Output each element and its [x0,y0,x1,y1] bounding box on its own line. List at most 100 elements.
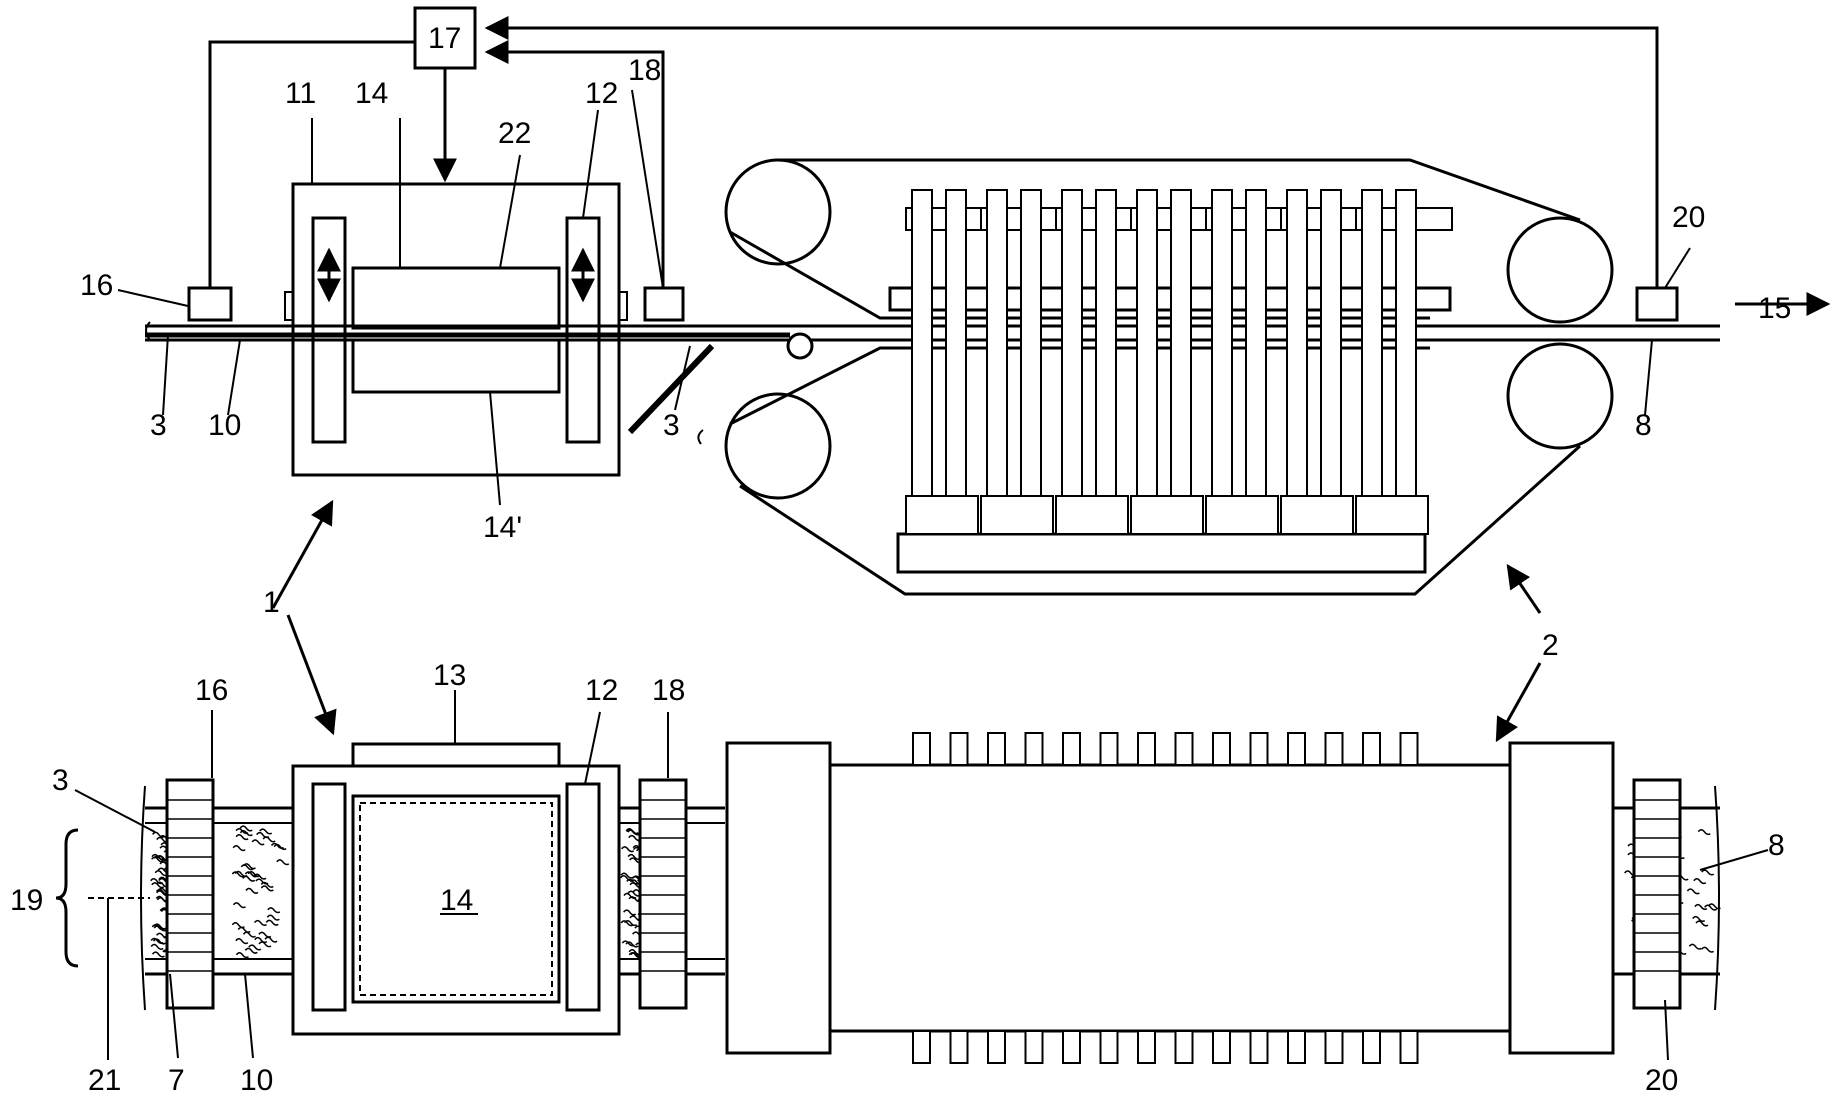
fibre [266,920,278,925]
cylinder-foot [1206,496,1278,534]
top-view [145,8,1828,594]
label-17: 17 [428,22,461,55]
cylinder-rod [1287,190,1307,506]
cylinder-foot [906,496,978,534]
cylinder-tab-top [1213,733,1230,765]
roller-16 [167,780,213,1008]
label-13: 13 [433,659,466,692]
cylinder-tab-top [1026,733,1043,765]
mat-broken-right [1715,786,1719,1010]
fibre [233,846,245,851]
pressing-block-14 [353,268,559,328]
label-8-top: 8 [1635,409,1652,442]
fibre [1694,879,1706,884]
fibre [151,945,163,950]
bottom-view [56,733,1720,1063]
label-1-arrow-top: 1 [263,586,280,619]
label-22: 22 [498,117,531,150]
cylinder-tab-bottom [1363,1031,1380,1063]
label-20-bottom: 20 [1645,1064,1678,1097]
label-14: 14 [355,77,388,110]
cylinder-tab-bottom [1176,1031,1193,1063]
cylinder-rod [1362,190,1382,506]
cylinder-tab-bottom [1101,1031,1118,1063]
cylinder-rod [1062,190,1082,506]
cylinder-foot [1131,496,1203,534]
fibre [259,932,271,937]
cylinder-foot [1356,496,1428,534]
sensor-18 [645,288,683,320]
cylinder-rod [1396,190,1416,506]
label-3-bottom: 3 [52,764,69,797]
fibre [1698,830,1710,835]
label-16-bottom: 16 [195,674,228,707]
cylinder-tab-bottom [1326,1031,1343,1063]
cylinder-rod [1321,190,1341,506]
cylinder-rod [1137,190,1157,506]
fibre [255,921,267,926]
cylinder-tab-top [1251,733,1268,765]
label-8-bottom: 8 [1768,829,1785,862]
cylinder-tab-bottom [988,1031,1005,1063]
cylinder-tab-top [1288,733,1305,765]
belt-roller-bottom-left [726,394,830,498]
cylinder-tab-top [951,733,968,765]
cylinder-tab-bottom [1026,1031,1043,1063]
cylinder-tab-top [1363,733,1380,765]
fibre [277,860,289,865]
label-20-top: 20 [1672,201,1705,234]
fibre [243,876,255,881]
cylinder-tab-top [1101,733,1118,765]
label-7: 7 [168,1064,185,1097]
belt-roller-bottom-right [1508,344,1612,448]
press-base [898,534,1425,572]
belt-press-left-block [727,743,830,1053]
sensor-20 [1637,288,1677,320]
fibre [263,837,275,842]
fibre [268,908,280,913]
cylinder-foot [1281,496,1353,534]
sensor-16 [189,288,231,320]
fibre [153,832,165,837]
unit-13-plate [353,744,559,766]
fibre [236,953,248,958]
fibre [245,948,257,953]
cylinder-tab-top [988,733,1005,765]
fibre [232,923,244,928]
fibre [265,937,277,942]
cylinder-tab-bottom [1138,1031,1155,1063]
cylinder-foot [1056,496,1128,534]
cylinder-rod [1171,190,1191,506]
cylinder-tab-top [1138,733,1155,765]
fibre [236,835,248,840]
belt-press-body [830,765,1510,1031]
label-10-bottom: 10 [240,1064,273,1097]
fibre [236,829,248,834]
cylinder-tab-bottom [1401,1031,1418,1063]
belt-press-right-block [1510,743,1613,1053]
press-cylinders [906,190,1452,534]
label-19: 19 [10,884,43,917]
brace-19 [56,830,78,966]
cylinder-rod [1021,190,1041,506]
fibre [622,847,634,852]
label-15: 15 [1758,292,1791,325]
side-bar-left [313,784,345,1010]
cylinder-tab-top [1176,733,1193,765]
fibre [1702,947,1714,952]
label-3-top-mid: 3 [663,409,680,442]
label-18-top: 18 [628,54,661,87]
roller-18 [640,780,686,1008]
fibre [267,915,279,920]
cylinder-rod [946,190,966,506]
fibre [153,952,165,957]
cylinder-tab-bottom [913,1031,930,1063]
label-21: 21 [88,1064,121,1097]
fibre [624,910,636,915]
cylinder-tab-top [1326,733,1343,765]
fibre [238,928,250,933]
cylinder-tab-top [1401,733,1418,765]
fibre [246,889,258,894]
label-16-top: 16 [80,269,113,302]
